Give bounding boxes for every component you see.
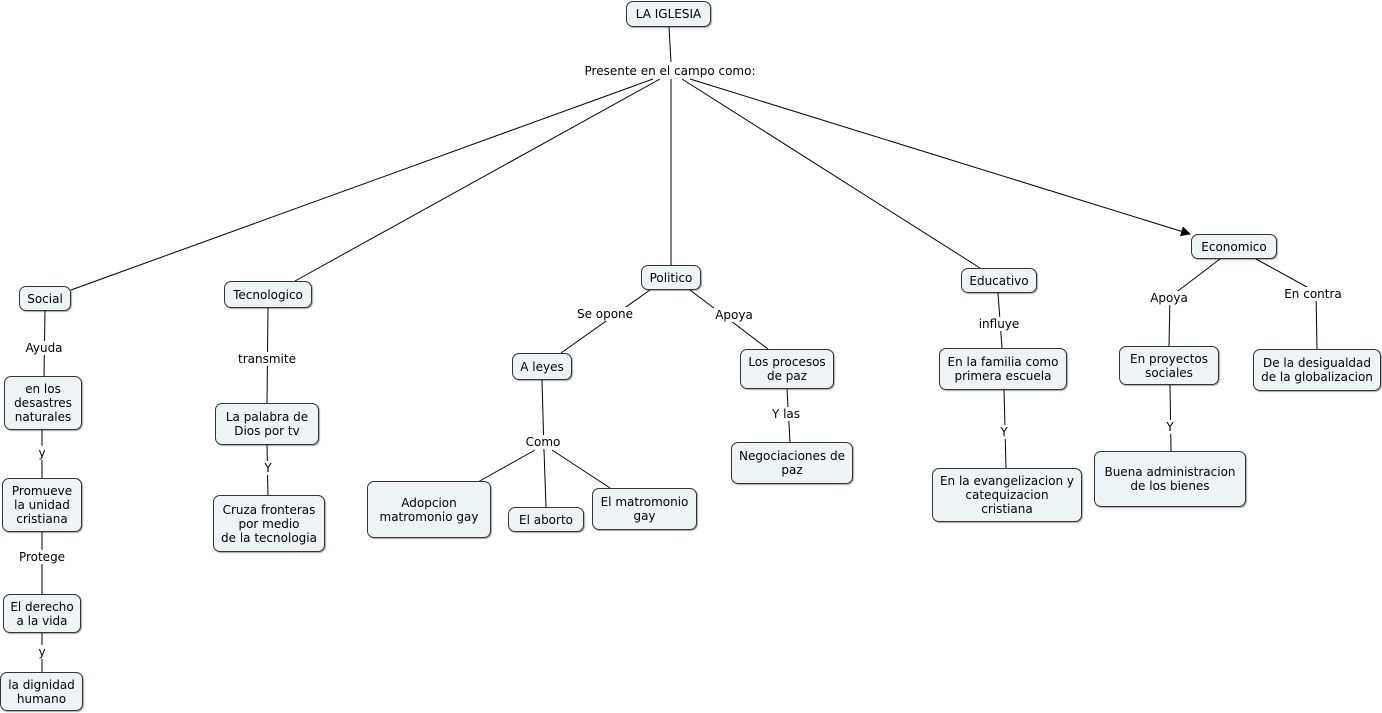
link-label-en-contra: En contra: [1282, 287, 1344, 301]
link-label-ayuda: Ayuda: [23, 341, 65, 355]
node-cruza-fronteras[interactable]: Cruza fronteras por medio de la tecnolog…: [213, 495, 325, 552]
node-desastres-naturales[interactable]: en los desastres naturales: [4, 376, 82, 430]
link-label-y: y: [36, 645, 48, 659]
connector: [1255, 258, 1317, 293]
connector: [551, 449, 611, 489]
node-familia[interactable]: En la familia como primera escuela: [939, 348, 1067, 390]
link-label-se-opone: Se opone: [574, 307, 636, 321]
node-derecho-vida[interactable]: El derecho a la vida: [3, 594, 81, 633]
connector: [477, 449, 536, 483]
connector: [294, 78, 661, 282]
node-economico[interactable]: Economico: [1191, 234, 1277, 259]
link-label-presente: Presente en el campo como:: [582, 64, 758, 78]
link-label-y: Y: [1164, 420, 1176, 434]
connector: [689, 78, 1191, 237]
node-administracion[interactable]: Buena administracion de los bienes: [1094, 451, 1246, 507]
node-proyectos-sociales[interactable]: En proyectos sociales: [1119, 346, 1219, 385]
node-evangelizacion[interactable]: En la evangelizacion y catequizacion cri…: [932, 468, 1082, 522]
connector: [1169, 258, 1221, 298]
connector: [1169, 384, 1172, 452]
link-label-apoya: Apoya: [713, 308, 755, 322]
connector: [1168, 296, 1171, 347]
link-label-como: Como: [523, 435, 563, 449]
node-palabra-dios[interactable]: La palabra de Dios por tv: [215, 403, 319, 445]
link-label-y: Y: [998, 425, 1010, 439]
node-tecnologico[interactable]: Tecnologico: [224, 281, 312, 308]
link-label-transmite: transmite: [236, 352, 298, 366]
node-adopcion[interactable]: Adopcion matromonio gay: [367, 481, 491, 538]
connector: [668, 26, 672, 63]
node-procesos-paz[interactable]: Los procesos de paz: [740, 349, 834, 389]
connector: [1315, 291, 1318, 350]
link-label-influye: influye: [976, 317, 1022, 331]
node-a-leyes[interactable]: A leyes: [512, 353, 572, 380]
connector: [543, 449, 547, 508]
node-desigualdad[interactable]: De la desigualdad de la globalizacion: [1253, 349, 1381, 391]
node-unidad-cristiana[interactable]: Promueve la unidad cristiana: [2, 478, 82, 532]
node-matromonio[interactable]: El matromonio gay: [592, 488, 697, 530]
link-label-y-las: Y las: [769, 407, 803, 421]
node-politico[interactable]: Politico: [641, 265, 701, 290]
link-label-y: y: [36, 446, 48, 460]
node-social[interactable]: Social: [19, 286, 71, 311]
connector: [560, 289, 651, 354]
node-dignidad-humano[interactable]: la dignidad humano: [0, 672, 83, 711]
node-aborto[interactable]: El aborto: [508, 507, 584, 532]
node-negociaciones[interactable]: Negociaciones de paz: [731, 442, 853, 484]
link-label-y: Y: [262, 461, 274, 475]
connector: [70, 78, 654, 291]
link-label-protege: Protege: [16, 550, 68, 564]
link-label-apoya: Apoya: [1148, 291, 1190, 305]
node-educativo[interactable]: Educativo: [961, 268, 1037, 293]
node-la-iglesia[interactable]: LA IGLESIA: [626, 1, 711, 27]
connector: [681, 78, 981, 269]
